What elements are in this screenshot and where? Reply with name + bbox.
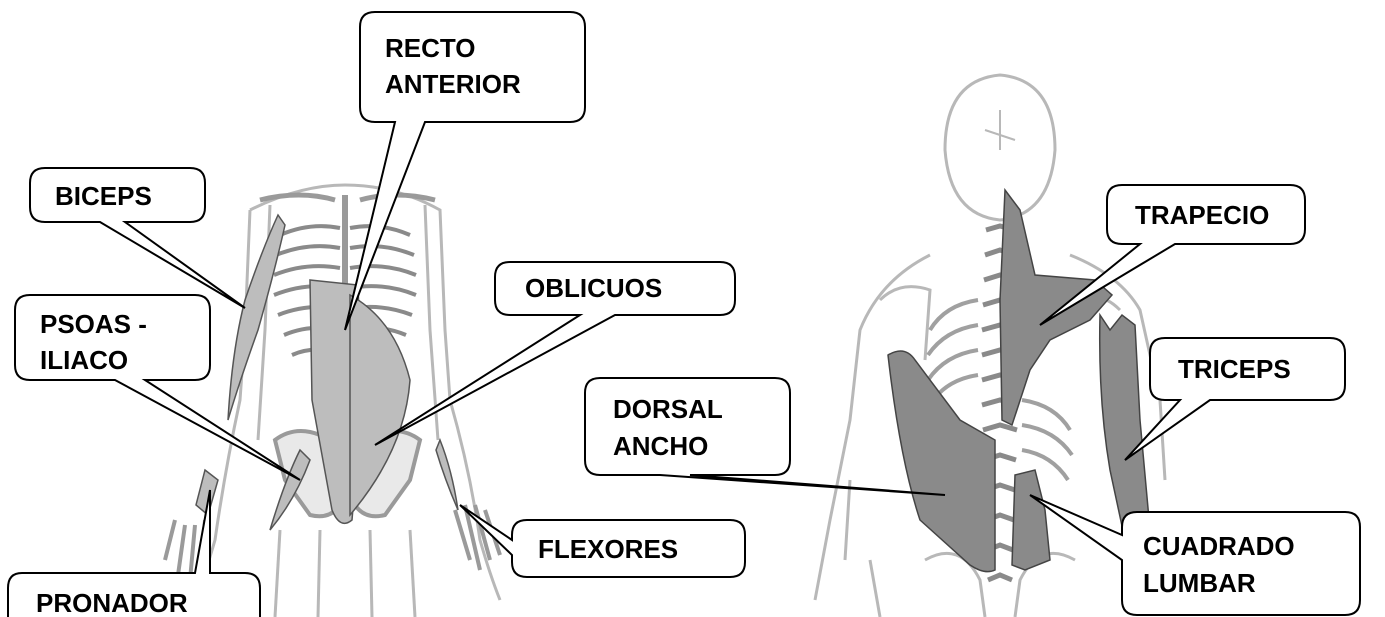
label-biceps: BICEPS xyxy=(55,181,152,211)
back-muscles xyxy=(888,190,1150,572)
label-pronador: PRONADOR xyxy=(36,588,188,617)
label-dorsal-line1: DORSAL xyxy=(613,394,723,424)
label-recto-anterior-line1: RECTO xyxy=(385,33,476,63)
callouts xyxy=(8,12,1360,617)
label-cuadrado-line2: LUMBAR xyxy=(1143,568,1256,598)
biceps-muscle xyxy=(228,215,285,420)
label-flexores: FLEXORES xyxy=(538,534,678,564)
label-trapecio: TRAPECIO xyxy=(1135,200,1269,230)
label-cuadrado-line1: CUADRADO xyxy=(1143,531,1295,561)
front-muscles xyxy=(196,215,458,530)
flexores-muscle xyxy=(436,440,458,510)
dorsal-ancho-muscle xyxy=(888,351,995,572)
label-triceps: TRICEPS xyxy=(1178,354,1291,384)
label-psoas-line2: ILIACO xyxy=(40,345,128,375)
label-recto-anterior-line2: ANTERIOR xyxy=(385,69,521,99)
triceps-muscle xyxy=(1100,315,1150,540)
trapecio-muscle xyxy=(1000,190,1112,425)
label-oblicuos: OBLICUOS xyxy=(525,273,662,303)
cuadrado-lumbar-muscle xyxy=(1012,470,1050,570)
label-dorsal-line2: ANCHO xyxy=(613,431,708,461)
label-psoas-line1: PSOAS - xyxy=(40,309,147,339)
